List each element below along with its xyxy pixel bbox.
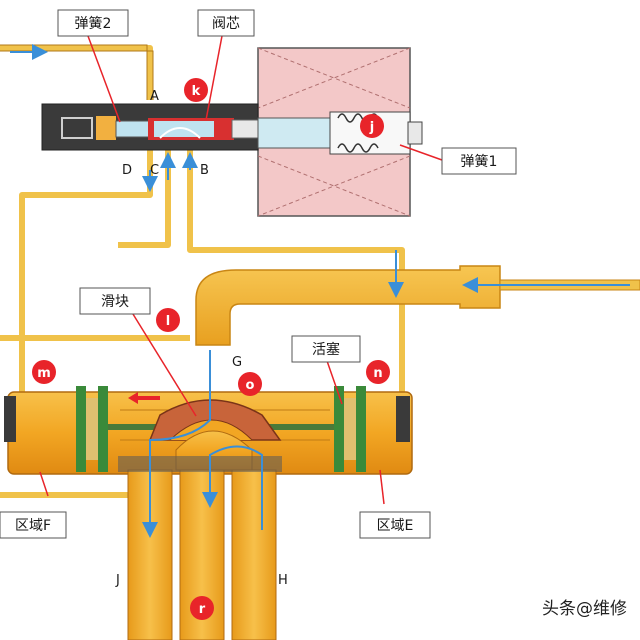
watermark: 头条@维修 <box>536 590 640 626</box>
solenoid-plunger <box>257 111 423 155</box>
marker-l: l <box>156 308 180 332</box>
svg-text:k: k <box>192 84 201 99</box>
left-piston <box>76 386 108 472</box>
label-spring2: 弹簧2 <box>57 9 129 37</box>
label-zone-e: 区域E <box>359 511 431 539</box>
label-valve-core: 阀芯 <box>197 9 255 37</box>
svg-text:头条@维修: 头条@维修 <box>542 599 627 619</box>
svg-text:弹簧2: 弹簧2 <box>75 16 112 32</box>
label-spring1: 弹簧1 <box>441 147 517 175</box>
svg-text:阀芯: 阀芯 <box>212 16 240 32</box>
bottom-pipes <box>118 430 282 640</box>
capillary-c <box>118 150 171 248</box>
label-piston: 活塞 <box>291 335 361 363</box>
label-slider: 滑块 <box>79 287 151 315</box>
capillary-a-top <box>0 45 153 100</box>
port-j: J <box>115 573 120 588</box>
marker-r: r <box>190 596 214 620</box>
svg-text:n: n <box>373 366 382 381</box>
svg-text:活塞: 活塞 <box>312 341 340 358</box>
svg-text:弹簧1: 弹簧1 <box>461 154 498 170</box>
svg-text:o: o <box>246 378 255 393</box>
port-c: C <box>150 163 159 178</box>
capillary-b <box>187 150 405 400</box>
svg-text:区域E: 区域E <box>377 518 414 534</box>
flow-arrows <box>10 44 630 538</box>
svg-text:r: r <box>199 602 206 617</box>
svg-text:区域F: 区域F <box>15 518 51 534</box>
right-piston <box>334 386 366 472</box>
port-d: D <box>122 163 132 178</box>
port-g: G <box>232 355 242 370</box>
port-h: H <box>278 573 288 588</box>
marker-o: o <box>238 372 262 396</box>
svg-text:l: l <box>166 314 170 329</box>
svg-text:滑块: 滑块 <box>101 293 129 310</box>
port-a: A <box>150 89 159 104</box>
svg-text:m: m <box>37 366 51 381</box>
callout-lines <box>39 35 443 505</box>
marker-n: n <box>366 360 390 384</box>
marker-j: j <box>360 114 384 138</box>
port-b: B <box>200 163 209 178</box>
discharge-pipe <box>195 265 640 346</box>
marker-k: k <box>184 78 208 102</box>
svg-text:j: j <box>369 120 374 135</box>
pilot-valve-body <box>41 103 263 151</box>
label-zone-f: 区域F <box>0 511 67 539</box>
marker-m: m <box>32 360 56 384</box>
